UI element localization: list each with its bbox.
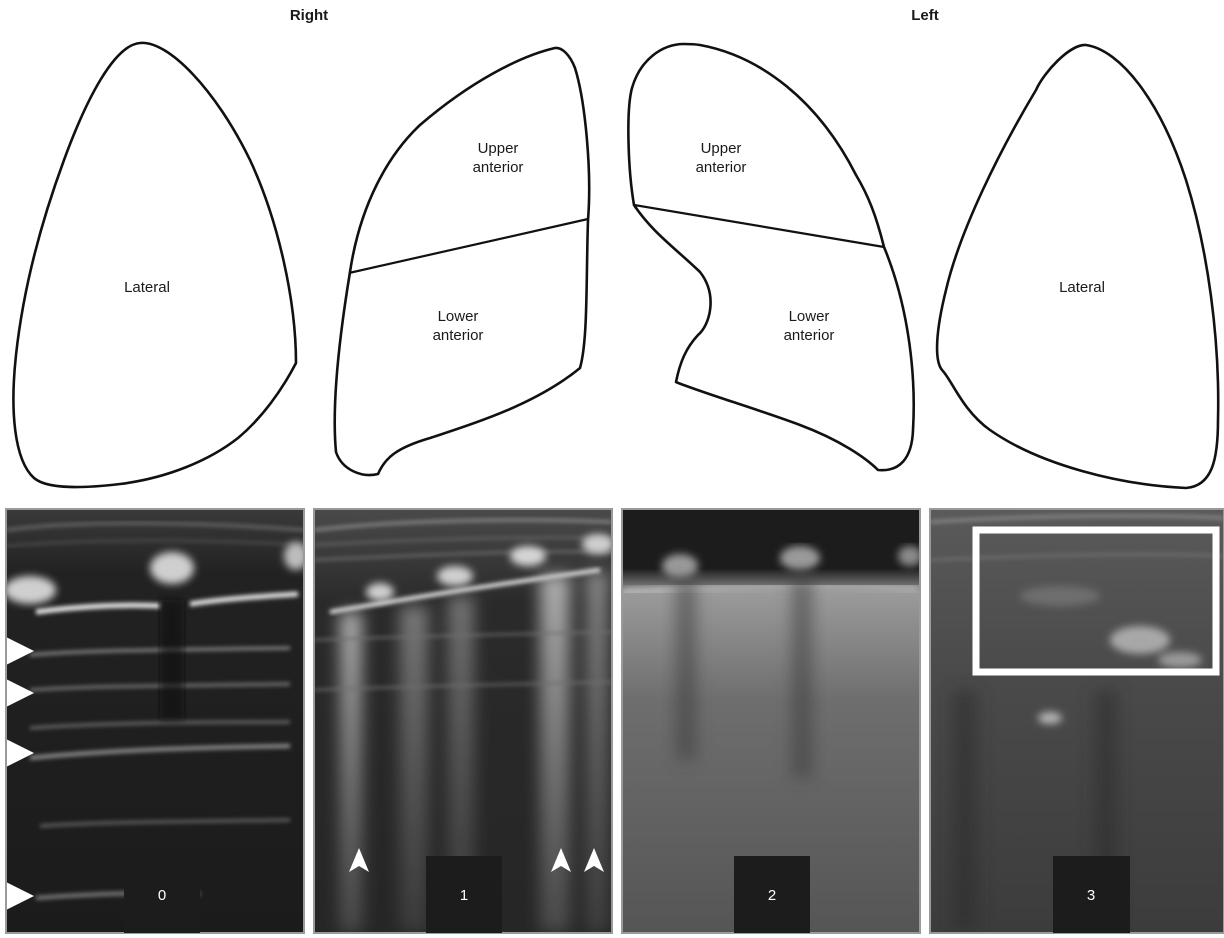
score-label-2: 2 [768, 887, 776, 904]
left-upper-anterior-label-line1: Upper [701, 140, 742, 157]
left-anterior-lung-outline [628, 44, 913, 470]
right-side-label: Right [290, 7, 328, 24]
right-lower-anterior-label-line2: anterior [433, 327, 484, 344]
right-upper-anterior-label-line2: anterior [473, 159, 524, 176]
left-lower-anterior-label-line1: Lower [789, 308, 830, 325]
score-label-3: 3 [1087, 887, 1095, 904]
score-label-0: 0 [158, 887, 166, 904]
left-lower-anterior-label-line2: anterior [784, 327, 835, 344]
left-lateral-label: Lateral [1059, 279, 1105, 296]
left-side-label: Left [911, 7, 939, 24]
score-label-1: 1 [460, 887, 468, 904]
right-lateral-label: Lateral [124, 279, 170, 296]
right-lower-anterior-label-line1: Lower [438, 308, 479, 325]
right-anterior-lung-outline [335, 48, 589, 475]
right-upper-anterior-label-line1: Upper [478, 140, 519, 157]
left-lateral-lung-outline [937, 45, 1218, 488]
left-upper-anterior-label-line2: anterior [696, 159, 747, 176]
right-lateral-lung-outline [13, 43, 296, 487]
